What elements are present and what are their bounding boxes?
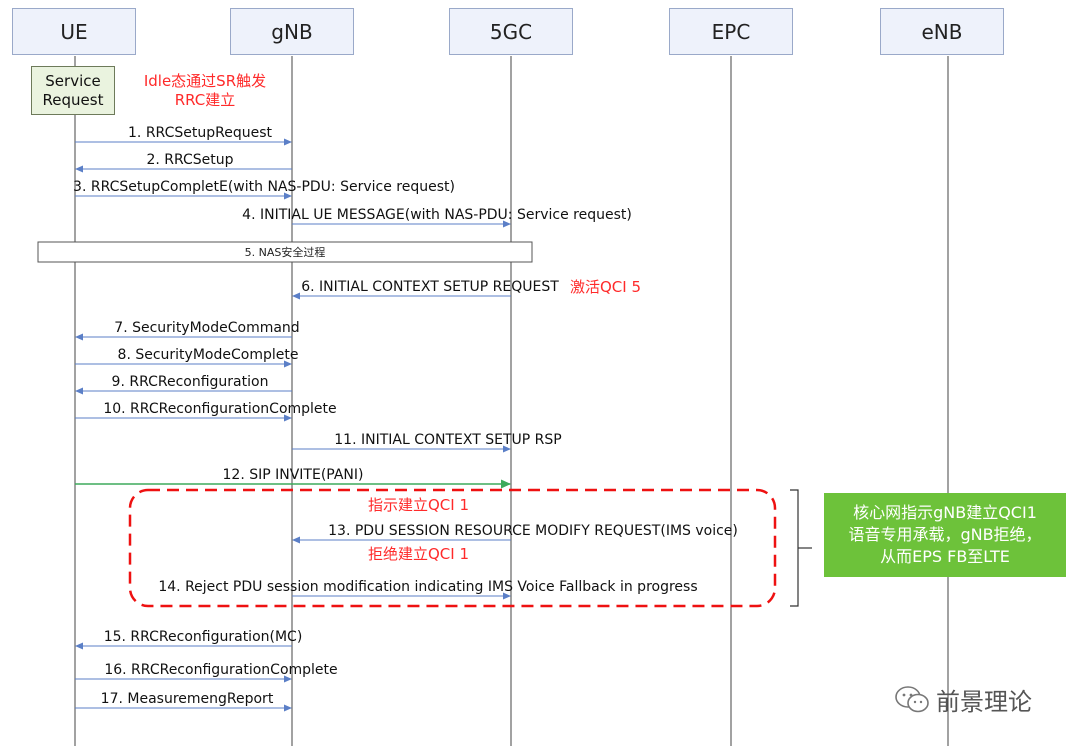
service-request-box: Service Request	[31, 66, 115, 115]
wechat-icon	[895, 685, 929, 712]
nas-security-bar	[37, 241, 533, 263]
entity-ue: UE	[12, 8, 136, 55]
message-label-2: 2. RRCSetup	[146, 152, 233, 168]
message-label-9: 10. RRCReconfigurationComplete	[103, 401, 336, 417]
message-label-13: 14. Reject PDU session modification indi…	[158, 579, 697, 595]
entity-ue-label: UE	[60, 19, 88, 44]
eps-fallback-note: 核心网指示gNB建立QCI1 语音专用承载，gNB拒绝， 从而EPS FB至LT…	[824, 493, 1066, 577]
message-label-11: 12. SIP INVITE(PANI)	[223, 467, 364, 483]
message-label-8: 9. RRCReconfiguration	[112, 374, 269, 390]
service-request-line2: Request	[42, 90, 104, 109]
messages-layer: 1. RRCSetupRequest 2. RRCSetup 3. RRCSetup…	[73, 125, 738, 712]
idle-sr-note-line2: RRC建立	[174, 91, 236, 109]
message-label-4: 4. INITIAL UE MESSAGE(with NAS-PDU: Serv…	[242, 207, 632, 223]
entity-epc: EPC	[669, 8, 793, 55]
entity-epc-label: EPC	[711, 19, 751, 44]
message-label-1: 1. RRCSetupRequest	[128, 125, 272, 141]
lifelines	[74, 56, 949, 746]
qci1-dashed-region	[128, 488, 777, 608]
message-label-3: 3. RRCSetupCompletE(with NAS-PDU: Servic…	[73, 179, 455, 195]
entity-5gc: 5GC	[449, 8, 573, 55]
message-label-16: 17. MeasuremengReport	[101, 691, 274, 707]
reject-qci1-note: 拒绝建立QCI 1	[368, 545, 470, 563]
message-label-5: 6. INITIAL CONTEXT SETUP REQUEST	[301, 279, 559, 295]
indicate-qci1-note: 指示建立QCI 1	[368, 496, 470, 514]
nas-security-label: 5. NAS安全过程	[245, 245, 326, 259]
entity-enb: eNB	[880, 8, 1004, 55]
entity-gnb-label: gNB	[271, 19, 313, 44]
watermark-text: 前景理论	[936, 688, 1032, 716]
entity-enb-label: eNB	[921, 19, 963, 44]
entity-gnb: gNB	[230, 8, 354, 55]
message-label-15: 16. RRCReconfigurationComplete	[104, 662, 337, 678]
service-request-line1: Service	[45, 71, 101, 90]
eps-fallback-note-line3: 从而EPS FB至LTE	[880, 547, 1010, 566]
idle-sr-note: Idle态通过SR触发 RRC建立	[130, 72, 280, 110]
watermark: 前景理论	[894, 682, 1032, 717]
eps-fallback-note-line1: 核心网指示gNB建立QCI1	[853, 503, 1037, 522]
right-bracket	[790, 489, 799, 607]
idle-sr-note-line1: Idle态通过SR触发	[143, 72, 267, 90]
message-label-6: 7. SecurityModeCommand	[114, 320, 299, 336]
activate-qci5-note: 激活QCI 5	[570, 278, 642, 296]
entity-5gc-label: 5GC	[489, 19, 533, 44]
message-label-7: 8. SecurityModeComplete	[118, 347, 299, 363]
message-label-14: 15. RRCReconfiguration(MC)	[104, 629, 303, 645]
message-label-10: 11. INITIAL CONTEXT SETUP RSP	[334, 432, 561, 448]
eps-fallback-note-line2: 语音专用承载，gNB拒绝，	[848, 525, 1042, 544]
message-label-12: 13. PDU SESSION RESOURCE MODIFY REQUEST(…	[328, 523, 738, 539]
